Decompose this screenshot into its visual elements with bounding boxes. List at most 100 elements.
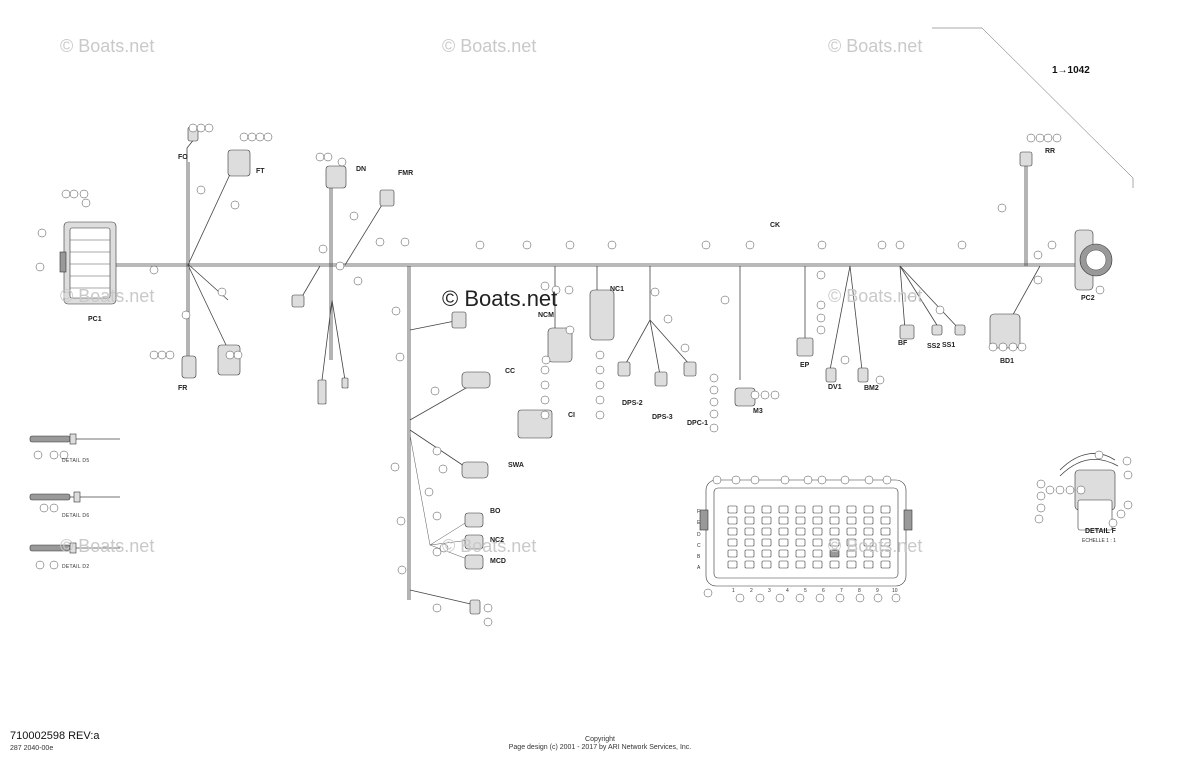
callout-bubble — [49, 450, 59, 460]
fuse-slot — [880, 516, 891, 525]
callout-bubble — [188, 123, 198, 133]
fuse-col-10: 10 — [892, 588, 898, 594]
callout-bubble — [1043, 133, 1053, 143]
callout-bubble — [33, 450, 43, 460]
callout-bubble — [816, 300, 826, 310]
fuse-slot — [829, 527, 840, 536]
callout-bubble — [1116, 509, 1126, 519]
callout-bubble — [775, 593, 785, 603]
connector-nc2: NC2 — [490, 537, 505, 544]
fuse-row-d: D — [697, 532, 701, 538]
detail-f-drawing — [1059, 453, 1119, 531]
callout-bubble — [335, 261, 345, 271]
callout-bubble — [1045, 485, 1055, 495]
callout-bubble — [1108, 518, 1118, 528]
fuse-slot — [727, 549, 738, 558]
callout-bubble — [815, 593, 825, 603]
callout-bubble — [49, 560, 59, 570]
fuse-col-8: 8 — [858, 588, 861, 594]
fuse-slot — [727, 505, 738, 514]
fuse-slot — [863, 538, 874, 547]
fuse-slot — [863, 505, 874, 514]
fuse-slot — [795, 560, 806, 569]
fuse-slot — [846, 560, 857, 569]
callout-bubble — [424, 487, 434, 497]
callout-bubble — [840, 355, 850, 365]
callout-bubble — [1035, 133, 1045, 143]
connector-bf: BF — [898, 340, 908, 347]
fuse-slot — [829, 538, 840, 547]
callout-bubble — [595, 365, 605, 375]
connector-mcd: MCD — [490, 558, 506, 565]
fuse-slot — [812, 549, 823, 558]
fuse-slot — [863, 549, 874, 558]
callout-bubble — [432, 511, 442, 521]
callout-bubble — [1036, 503, 1046, 513]
upper-middle-branches — [291, 165, 395, 405]
callout-bubble — [1017, 342, 1027, 352]
callout-bubble — [988, 342, 998, 352]
callout-bubble — [157, 350, 167, 360]
callout-bubble — [680, 343, 690, 353]
callout-bubble — [816, 325, 826, 335]
callout-bubble — [396, 516, 406, 526]
callout-bubble — [882, 475, 892, 485]
fuse-slot — [880, 505, 891, 514]
fuse-row-f: F — [697, 509, 701, 515]
fuse-col-2: 2 — [750, 588, 753, 594]
callout-bubble — [745, 240, 755, 250]
callout-bubble — [760, 390, 770, 400]
callout-bubble — [735, 593, 745, 603]
fuse-slot — [727, 560, 738, 569]
watermark-6: © Boats.net — [60, 536, 155, 556]
callout-bubble — [432, 446, 442, 456]
watermark-5: © Boats.net — [828, 286, 923, 306]
callout-bubble — [712, 475, 722, 485]
fuse-row-c: C — [697, 543, 701, 549]
callout-bubble — [61, 189, 71, 199]
callout-bubble — [263, 132, 273, 142]
callout-bubble — [709, 409, 719, 419]
callout-bubble — [565, 240, 575, 250]
callout-bubble — [998, 342, 1008, 352]
fuse-col-4: 4 — [786, 588, 789, 594]
fuse-slot — [744, 527, 755, 536]
fuse-slot — [880, 527, 891, 536]
fuse-slot — [778, 527, 789, 536]
callout-bubble — [522, 240, 532, 250]
connector-pc2: PC2 — [1081, 295, 1095, 302]
callout-bubble — [1094, 450, 1104, 460]
callout-bubble — [37, 228, 47, 238]
callout-bubble — [165, 350, 175, 360]
detail-d5-label: DETAIL D5 — [62, 458, 90, 464]
right-branches — [796, 151, 1041, 383]
callout-bubble — [35, 560, 45, 570]
fuse-slot — [761, 549, 772, 558]
callout-bubble — [1008, 342, 1018, 352]
detail-d2-label: DETAIL D2 — [62, 564, 90, 570]
fuse-slot — [846, 538, 857, 547]
fuse-slot — [795, 505, 806, 514]
fuse-slot — [795, 538, 806, 547]
watermark-7: © Boats.net — [442, 536, 537, 556]
fuse-slot — [778, 505, 789, 514]
callout-bubble — [475, 240, 485, 250]
fuse-slot — [812, 516, 823, 525]
callout-bubble — [395, 352, 405, 362]
callout-bubble — [957, 240, 967, 250]
callout-bubble — [840, 475, 850, 485]
fuse-slot — [778, 538, 789, 547]
detail-d6-drawing — [29, 491, 120, 503]
callout-bubble — [483, 617, 493, 627]
connector-dpc1: DPC-1 — [687, 420, 709, 427]
callout-bubble — [225, 350, 235, 360]
callout-bubble — [907, 292, 917, 302]
watermark-3: © Boats.net — [828, 36, 923, 56]
callout-bubble — [1052, 133, 1062, 143]
callout-bubble — [731, 475, 741, 485]
fuse-slot — [744, 505, 755, 514]
callout-bubble — [1036, 479, 1046, 489]
fuse-slot — [727, 527, 738, 536]
callout-bubble — [230, 200, 240, 210]
